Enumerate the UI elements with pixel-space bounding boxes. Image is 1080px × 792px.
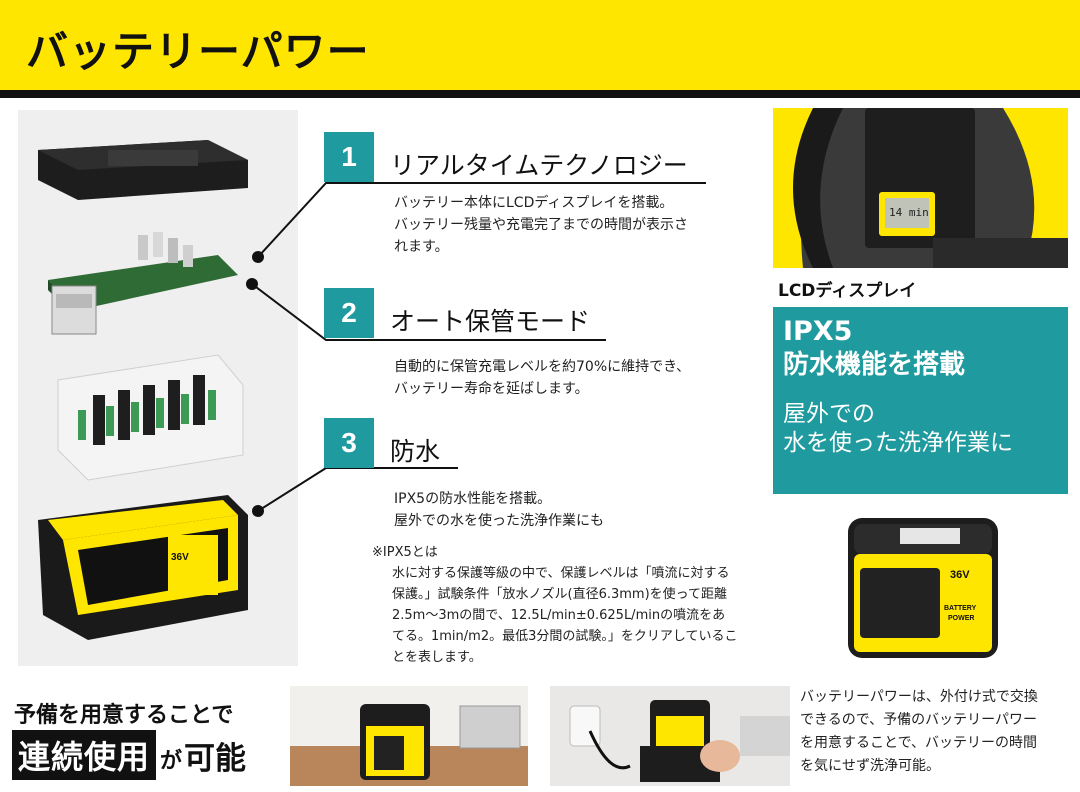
- feature-number-badge: 2: [324, 288, 374, 338]
- ipx5-tagline: 屋外での 水を使った洗浄作業に: [783, 400, 1068, 458]
- housing-voltage-label: 36V: [171, 552, 189, 563]
- feature-number-badge: 1: [324, 132, 374, 182]
- charging-battery-photo: [550, 686, 790, 786]
- feature-description: 自動的に保管充電レベルを約70%に維持でき、 バッテリー寿命を延ばします。: [394, 356, 690, 400]
- feature-desc-line: バッテリー寿命を延ばします。: [394, 381, 589, 397]
- spare-description: バッテリーパワーは、外付け式で交換 できるので、予備のバッテリーパワー を用意す…: [800, 686, 1072, 778]
- lcd-closeup-photo: 14 min: [773, 108, 1068, 268]
- feature-description: IPX5の防水性能を搭載。 屋外での水を使った洗浄作業にも: [394, 488, 604, 532]
- exploded-view-panel: 36V: [18, 110, 298, 666]
- spare-heading-line2: 連続使用 が 可能: [12, 730, 246, 780]
- feature-title: オート保管モード: [390, 307, 591, 336]
- feature-3: 3 防水 IPX5の防水性能を搭載。 屋外での水を使った洗浄作業にも ※IPX5…: [324, 418, 764, 668]
- feature-desc-line: れます。: [394, 239, 449, 255]
- feature-desc-line: IPX5の防水性能を搭載。: [394, 491, 552, 507]
- exploded-battery-illustration: 36V: [38, 140, 248, 640]
- spare-boxed-text: 連続使用: [12, 730, 157, 780]
- lcd-caption: LCDディスプレイ: [778, 281, 917, 301]
- battery-voltage-label: 36V: [950, 569, 970, 581]
- battery-brand-line: BATTERY: [944, 605, 977, 612]
- footnote-line: 保護。」試験条件「放水ノズル(直径6.3mm)を使って距離: [392, 587, 727, 602]
- battery-product-image: 36V BATTERY POWER: [840, 510, 1010, 670]
- ipx5-subtitle: 防水機能を搭載: [783, 350, 966, 380]
- circuit-board: [48, 232, 238, 335]
- feature-desc-line: バッテリー本体にLCDディスプレイを搭載。: [394, 195, 674, 211]
- feature-1: 1 リアルタイムテクノロジー バッテリー本体にLCDディスプレイを搭載。 バッテ…: [324, 132, 764, 272]
- feature-desc-line: 屋外での水を使った洗浄作業にも: [394, 513, 604, 529]
- feature-desc-line: バッテリー残量や充電完了までの時間が表示さ: [394, 217, 688, 233]
- battery-on-table-photo: [290, 686, 528, 786]
- footnote-line: 水に対する保護等級の中で、保護レベルは「噴流に対する: [392, 566, 730, 581]
- footnote-line: てる。1min/m2。最低3分間の試験。」をクリアしているこ: [392, 629, 738, 644]
- header-band: バッテリーパワー: [0, 0, 1080, 90]
- ipx5-tagline-line: 水を使った洗浄作業に: [783, 430, 1013, 456]
- spare-desc-line: を気にせず洗浄可能。: [800, 758, 940, 774]
- ipx5-tagline-line: 屋外での: [783, 401, 875, 427]
- spare-desc-line: を用意することで、バッテリーの時間: [800, 735, 1038, 751]
- page-title: バッテリーパワー: [26, 27, 370, 76]
- feature-number-badge: 3: [324, 418, 374, 468]
- header-rule: [0, 90, 1080, 98]
- spare-emphasis: 可能: [184, 740, 247, 777]
- ipx5-feature-box: IPX5 防水機能を搭載 屋外での 水を使った洗浄作業に: [773, 307, 1068, 494]
- lcd-screen-readout: 14 min: [889, 206, 929, 219]
- ipx5-footnote: ※IPX5とは 水に対する保護等級の中で、保護レベルは「噴流に対する 保護。」試…: [372, 542, 762, 668]
- feature-2: 2 オート保管モード 自動的に保管充電レベルを約70%に維持でき、 バッテリー寿…: [324, 288, 764, 408]
- footnote-line: とを表します。: [392, 650, 482, 665]
- battery-housing: 36V: [38, 495, 248, 640]
- spare-particle: が: [160, 749, 183, 774]
- spare-desc-line: できるので、予備のバッテリーパワー: [800, 712, 1038, 728]
- footnote-line: 2.5m～3mの間で、12.5L/min±0.625L/minの噴流をあ: [392, 608, 726, 623]
- spare-desc-line: バッテリーパワーは、外付け式で交換: [800, 689, 1038, 705]
- feature-title: 防水: [390, 437, 441, 466]
- feature-description: バッテリー本体にLCDディスプレイを搭載。 バッテリー残量や充電完了までの時間が…: [394, 192, 688, 258]
- battery-cells: [57, 354, 244, 481]
- feature-desc-line: 自動的に保管充電レベルを約70%に維持でき、: [394, 359, 691, 375]
- battery-top-cover: [38, 140, 248, 200]
- footnote-title: ※IPX5とは: [372, 545, 438, 560]
- ipx5-title: IPX5: [783, 316, 853, 347]
- spare-heading-line1: 予備を用意することで: [14, 703, 234, 728]
- feature-title: リアルタイムテクノロジー: [390, 151, 688, 180]
- battery-brand-line: POWER: [948, 615, 974, 622]
